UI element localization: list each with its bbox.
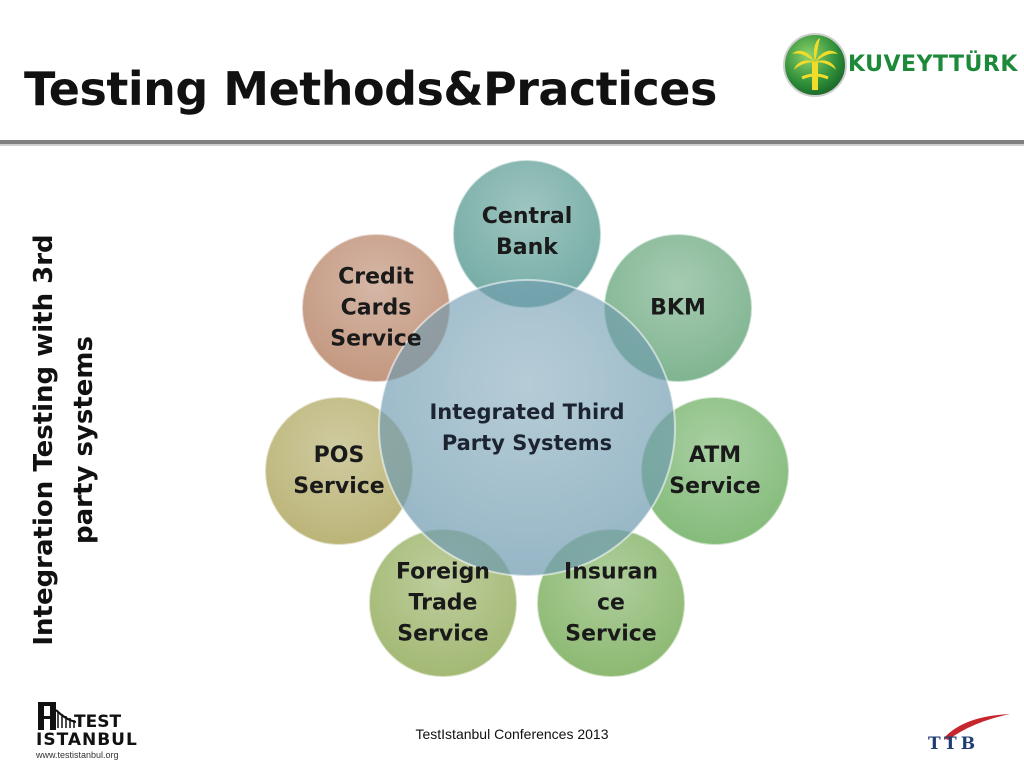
palm-tree-icon: [783, 33, 847, 97]
kuveytturk-logo: KUVEYTTÜRK: [782, 32, 1017, 98]
title-divider-shadow: [0, 144, 1024, 146]
diagram-node-label: Credit Cards Service: [330, 264, 422, 352]
diagram-node-label: Central Bank: [481, 204, 573, 260]
diagram-node-label: Foreign Trade Service: [396, 559, 490, 647]
test-istanbul-url: www.testistanbul.org: [36, 750, 119, 760]
ttb-logo: TTB: [924, 712, 1014, 764]
diagram-center-label: Integrated Third Party Systems: [429, 400, 625, 455]
slide-title: Testing Methods&Practices: [24, 62, 717, 116]
footer-text: TestIstanbul Conferences 2013: [415, 726, 609, 742]
diagram-node-label: ATM Service: [669, 443, 761, 499]
test-istanbul-logo: TEST ISTANBUL www.testistanbul.org: [36, 698, 146, 762]
diagram-node-label: Insuran ce Service: [564, 559, 658, 647]
test-istanbul-line1: TEST: [74, 712, 122, 732]
title-divider: [0, 140, 1024, 144]
diagram-center-circle: [378, 279, 676, 577]
ttb-text: TTB: [928, 734, 980, 754]
test-istanbul-line2: ISTANBUL: [36, 730, 138, 750]
ttb-swoosh-icon: [944, 714, 1010, 740]
brand-name: KUVEYTTÜRK: [848, 52, 1018, 77]
diagram-node-label: POS Service: [293, 443, 385, 499]
diagram-node-label: BKM: [650, 295, 706, 321]
bridge-icon: [38, 702, 76, 730]
